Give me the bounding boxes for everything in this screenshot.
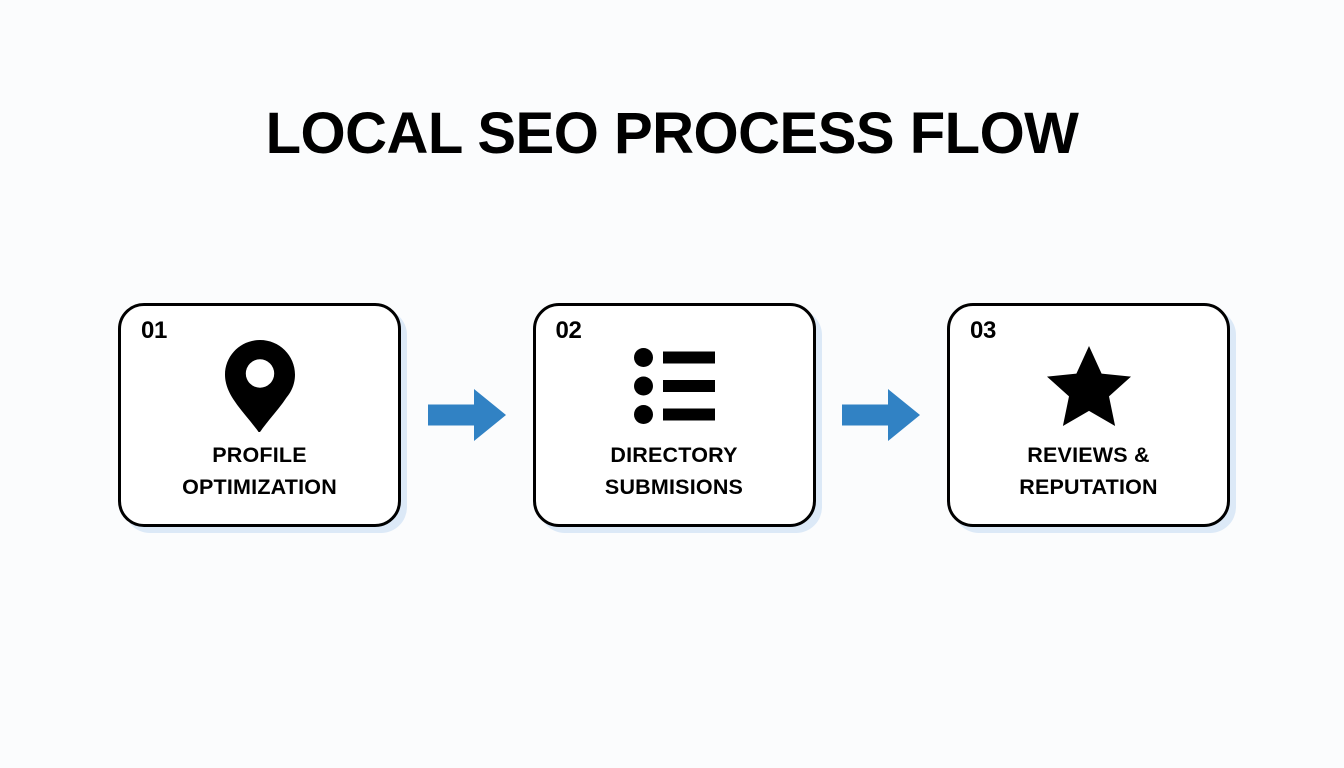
step-label: REVIEWS & REPUTATION: [1019, 443, 1158, 500]
step-number-badge: 01: [141, 317, 168, 344]
step-label: DIRECTORY SUBMISIONS: [604, 443, 744, 500]
arrow-right-icon: [836, 303, 926, 527]
page-title: LOCAL SEO PROCESS FLOW: [265, 101, 1079, 166]
star-icon: [950, 340, 1227, 432]
step-number-badge: 02: [555, 317, 582, 344]
step-number-badge: 03: [970, 317, 997, 344]
bulleted-list-icon: [536, 340, 813, 432]
process-flow-row: 01 PROFILE OPTIMIZATION 02: [118, 303, 1230, 535]
step-label: PROFILE OPTIMIZATION: [182, 443, 337, 500]
step-card-2[interactable]: 02 DIRECTORY SUBMISIONS: [532, 303, 816, 527]
step-card-1[interactable]: 01 PROFILE OPTIMIZATION: [118, 303, 401, 527]
step-card-3[interactable]: 03 REVIEWS & REPUTATION: [947, 303, 1230, 527]
arrow-right-icon: [422, 303, 512, 527]
location-pin-icon: [121, 340, 398, 432]
